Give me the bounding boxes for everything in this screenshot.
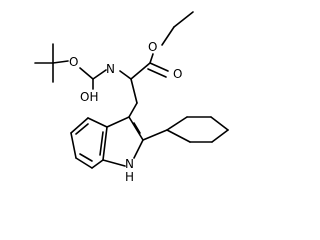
bond-benzo-c5-c6 xyxy=(70,132,77,159)
bond-benzo-c6-c7 xyxy=(75,157,93,169)
bond-alpha-to-n xyxy=(119,70,132,80)
bond-indole-c3a-c7a xyxy=(102,126,108,161)
indole-hydrogen-label: H xyxy=(125,170,134,184)
bond-c2-to-cyclohexyl xyxy=(142,129,168,141)
bond-alpha-to-ch2 xyxy=(130,78,138,104)
carbamate-oxygen-label: O xyxy=(69,55,78,69)
alpha-carbon-group xyxy=(119,62,151,118)
bond-indole-c2-n xyxy=(133,139,144,159)
ethyl-ester-group xyxy=(147,11,194,78)
bond-ethyl-ch3 xyxy=(173,11,194,28)
ester-ether-oxygen-label: O xyxy=(148,40,157,54)
bond-benzo-c6-c7-inner xyxy=(79,153,93,162)
indole-ring xyxy=(70,116,144,169)
bond-ester-to-alpha xyxy=(130,62,151,80)
bond-carbonyl-double-b xyxy=(147,68,167,78)
bond-benzo-c4-c5 xyxy=(70,117,89,134)
bond-cy-6-1 xyxy=(166,129,191,143)
bond-indole-c3-c3a xyxy=(106,116,130,128)
bond-cy-1-2 xyxy=(166,116,188,131)
bond-benzo-c4-c5-inner xyxy=(75,123,89,135)
structure-drawing: O O N O OH N H xyxy=(34,11,229,184)
bond-ethyl-ch2-o xyxy=(161,26,175,46)
bond-carbonyl-double-a xyxy=(149,62,169,72)
indole-nitrogen-label: N xyxy=(125,157,134,171)
bond-o-ester-carbon xyxy=(149,53,154,64)
bond-carbamate-to-o xyxy=(79,67,94,80)
boc-group xyxy=(34,43,107,90)
bond-n-to-carbamate xyxy=(92,69,107,80)
bond-cy-3-4 xyxy=(210,116,229,131)
bond-ch2-to-indole xyxy=(128,102,138,118)
cyclohexyl-ring xyxy=(142,116,229,143)
amide-nitrogen-label: N xyxy=(106,62,115,76)
bond-benzo-c3a-c4 xyxy=(87,117,108,128)
ester-carbonyl-oxygen-label: O xyxy=(173,67,182,81)
bond-indole-c3-c2 xyxy=(128,116,144,141)
bond-benzo-c3a-c7a-inner xyxy=(99,131,104,156)
bond-benzo-c7-c7a xyxy=(91,159,104,169)
bond-indole-c3-c2-inner xyxy=(133,122,141,134)
hydroxyl-label: OH xyxy=(80,90,98,104)
bond-o-to-tbu xyxy=(52,60,69,64)
bond-cy-4-5 xyxy=(211,129,229,143)
bond-indole-n-c7a xyxy=(102,159,126,167)
